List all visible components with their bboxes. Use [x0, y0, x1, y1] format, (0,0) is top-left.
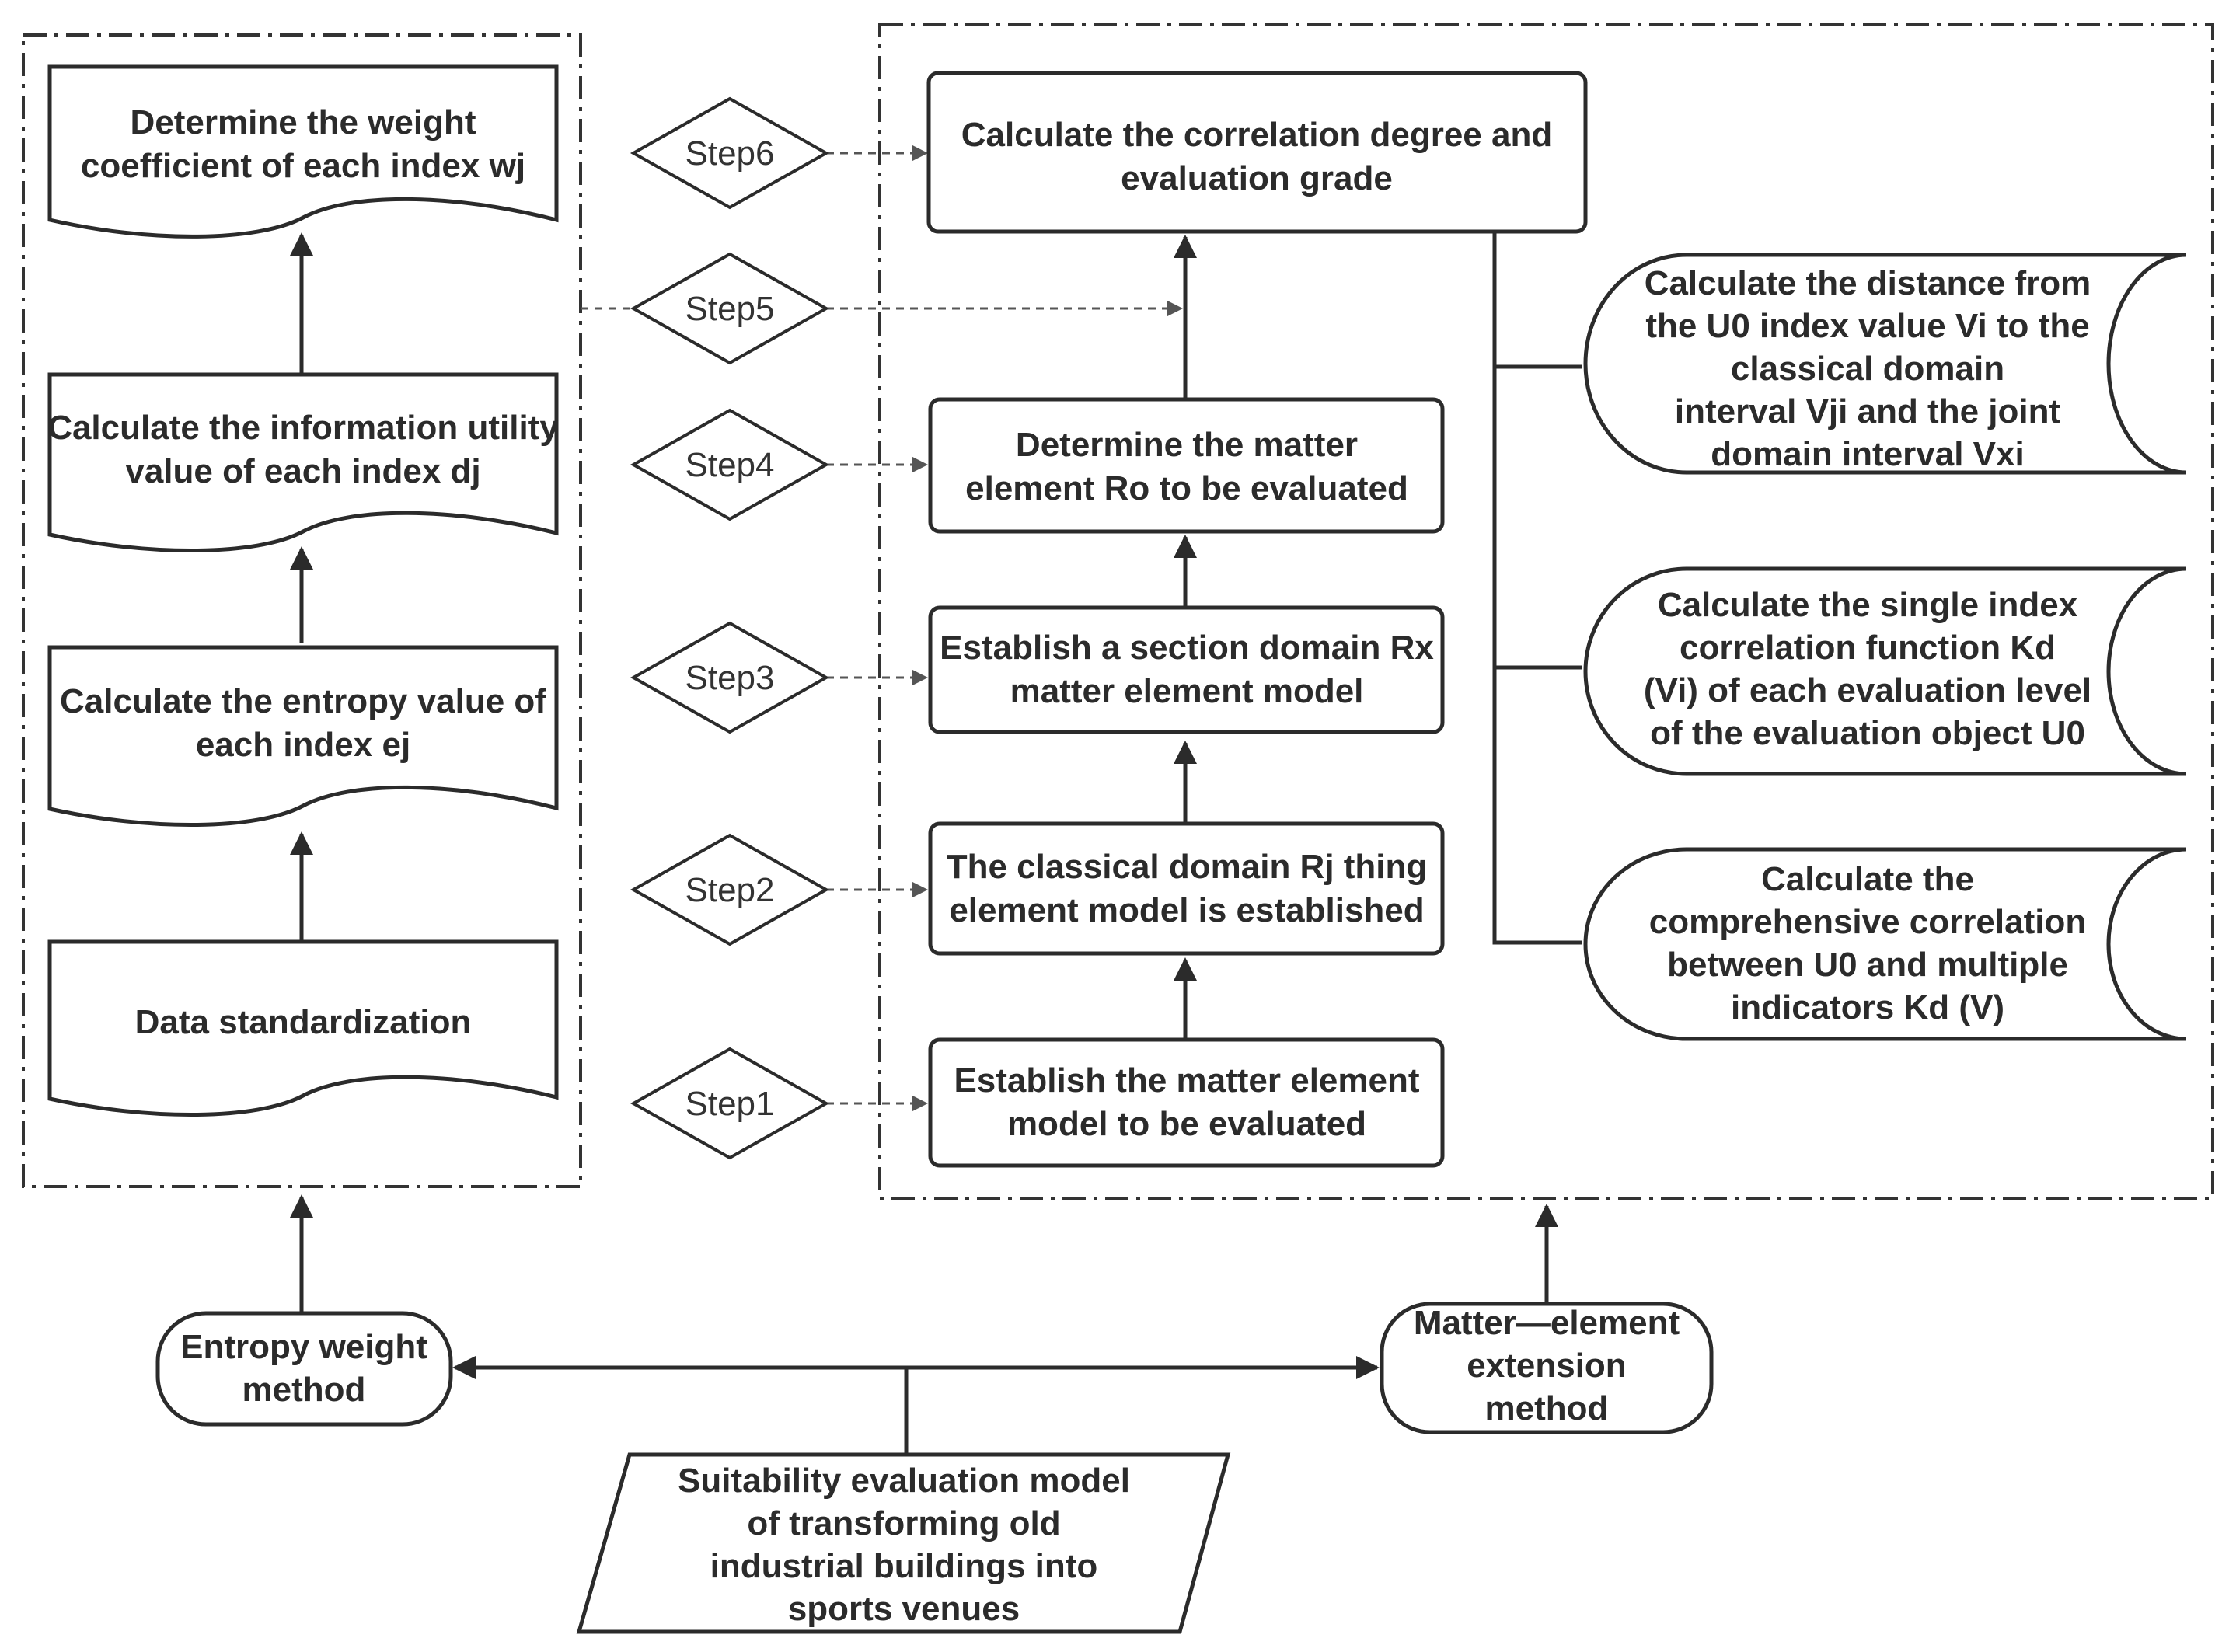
step1-diamond: Step1 — [630, 1047, 830, 1160]
step4-diamond: Step4 — [630, 408, 830, 521]
step3-diamond: Step3 — [630, 621, 830, 734]
step6-diamond: Step6 — [630, 96, 830, 210]
step5-diamond: Step5 — [630, 252, 830, 365]
entropy-method-frame — [22, 33, 582, 1188]
svg-text:Step5: Step5 — [685, 290, 775, 328]
connectors — [290, 145, 1582, 1453]
svg-text:Step4: Step4 — [685, 446, 775, 484]
svg-text:Step6: Step6 — [685, 134, 775, 173]
extension-method-frame — [878, 23, 2214, 1200]
doc-data-standardization: Data standardization — [47, 939, 559, 1117]
svg-text:Step3: Step3 — [685, 659, 775, 697]
svg-text:Data standardization: Data standardization — [135, 1003, 472, 1041]
step2-diamond: Step2 — [630, 833, 830, 946]
svg-text:Calculate the correlation degr: Calculate the correlation degree andeval… — [961, 116, 1552, 197]
svg-text:Step2: Step2 — [685, 871, 775, 909]
svg-text:Step1: Step1 — [685, 1085, 775, 1123]
right-bracket-line — [1492, 232, 1582, 945]
